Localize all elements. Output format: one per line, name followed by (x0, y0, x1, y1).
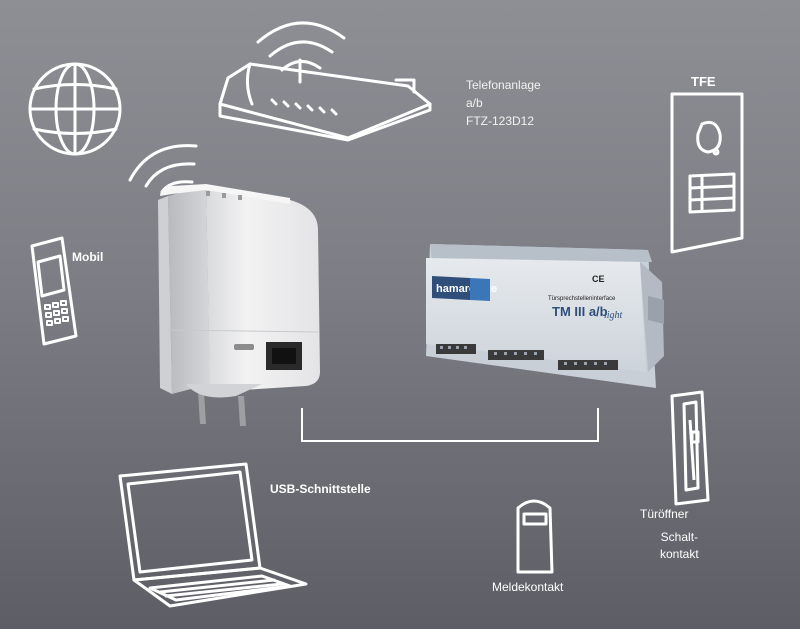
mobile-label: Mobil (72, 250, 104, 264)
report-contact-icon (516, 499, 554, 574)
ce-mark: CE (592, 274, 605, 284)
door-station-brand: TFE (691, 74, 716, 89)
globe-icon (28, 62, 122, 156)
phone-system-label-line1: Telefonanlage (466, 78, 541, 92)
phone-system-label-line3: FTZ-123D12 (466, 114, 535, 128)
report-contact-label: Meldekontakt (492, 580, 564, 594)
door-opener-icon (670, 390, 710, 506)
model-text: TM III a/b (552, 304, 608, 319)
switch-contact-label-line1: Schalt- (660, 530, 699, 544)
mobile-phone-icon (30, 236, 78, 346)
switch-contact-label-line2: kontakt (660, 547, 699, 561)
router-icon (218, 21, 432, 142)
model-suffix-text: light (604, 310, 623, 321)
connection-line (301, 408, 599, 442)
door-opener-label: Türöffner (640, 507, 689, 521)
wlan-plug-adapter (158, 184, 320, 426)
door-station-icon (670, 92, 744, 254)
usb-label: USB-Schnittstelle (270, 482, 371, 496)
door-intercom-interface-module: hamares.de Türsprechstelleninterface TM … (426, 244, 664, 388)
phone-system-label-line2: a/b (466, 96, 483, 110)
wifi-icon (128, 144, 198, 194)
product-line-text: Türsprechstelleninterface (548, 296, 616, 302)
switch-contact-label: Schalt- kontakt (660, 529, 699, 563)
phone-system-label: Telefonanlage a/b FTZ-123D12 (466, 76, 541, 130)
laptop-icon (118, 462, 308, 608)
